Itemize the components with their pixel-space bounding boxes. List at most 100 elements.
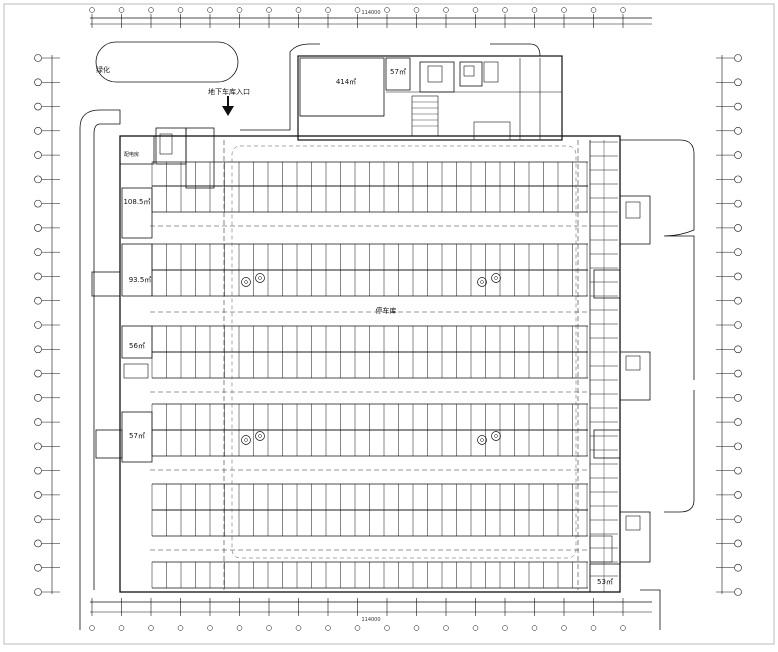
axis-bubble (620, 7, 626, 13)
axis-bubble-right (734, 563, 742, 572)
axis-bubble-right (734, 321, 742, 329)
axis-bubble-left (34, 78, 42, 87)
room-57-left-label: 57㎡ (129, 432, 145, 440)
green-belt-top (95, 41, 239, 83)
axis-bubble-right (734, 296, 742, 305)
site-road-top (240, 43, 541, 131)
axis-bubble-right (734, 224, 742, 232)
axis-bubble (236, 625, 243, 631)
axis-bubble-left (34, 466, 42, 475)
axis-bubble (561, 625, 567, 631)
small-room-label: 配电房 (124, 151, 139, 158)
axis-bubble-left (34, 175, 42, 184)
axis-bubble-left (34, 539, 42, 548)
axis-bubble (177, 7, 184, 13)
green-label: 绿化 (96, 65, 110, 74)
tree-center (480, 280, 484, 284)
axis-bubble (266, 7, 272, 13)
axis-bubble (89, 625, 95, 631)
axis-bubble-right (734, 127, 742, 135)
axis-bubble (266, 625, 272, 631)
tree-center (494, 276, 498, 280)
axis-bubble-left (34, 272, 42, 281)
drawing-frame (3, 3, 775, 645)
axis-bubble-right (734, 102, 742, 111)
bottom-total-dimension: 114000 (361, 617, 380, 623)
garage-outline (119, 135, 621, 593)
lane-loop (231, 145, 577, 559)
axis-bubble-left (34, 296, 42, 305)
axis-bubble (236, 7, 243, 13)
axis-bubble-left (34, 248, 42, 256)
top-building (297, 55, 563, 141)
left-axis-markers (34, 54, 60, 596)
entrance-arrow-icon (222, 96, 234, 116)
top-stair-core (411, 61, 511, 141)
axis-bubble-right (734, 78, 742, 87)
axis-bubble-left (34, 345, 42, 354)
tree-center (480, 438, 484, 442)
room-57-top (385, 57, 411, 91)
axis-bubble (295, 625, 302, 631)
axis-bubble-left (34, 442, 42, 451)
room-414 (299, 57, 385, 117)
axis-bubble-right (734, 418, 742, 426)
center-label: 停车库 (376, 306, 397, 315)
axis-bubble (325, 7, 331, 13)
axis-bubble-right (734, 369, 742, 378)
axis-bubble-left (34, 102, 42, 111)
tree-icon (241, 435, 251, 445)
axis-bubble-left (34, 321, 42, 329)
axis-bubble (354, 7, 361, 13)
axis-bubble (502, 7, 508, 13)
axis-bubble-right (734, 491, 742, 499)
room-414-label: 414㎡ (336, 78, 356, 86)
axis-bubble (118, 7, 125, 13)
axis-bubble (502, 625, 508, 631)
axis-bubble-right (734, 442, 742, 451)
tree-center (494, 434, 498, 438)
axis-bubble (413, 7, 420, 13)
axis-bubble (531, 625, 538, 631)
axis-bubble (531, 7, 538, 13)
axis-bubble-right (734, 175, 742, 184)
axis-bubble (472, 625, 479, 631)
tree-icon (491, 431, 501, 441)
room-56-label: 56㎡ (129, 342, 145, 350)
axis-bubble (443, 7, 449, 13)
axis-bubble (295, 7, 302, 13)
axis-bubble-right (734, 515, 742, 523)
top-total-dimension: 114000 (361, 10, 380, 16)
tree-icon (255, 273, 265, 283)
axis-bubble-right (734, 466, 742, 475)
planter-trees (241, 273, 501, 445)
entrance-label: 地下车库入口 (208, 87, 250, 96)
top-dimension-line: 114000 (89, 7, 652, 28)
tree-icon (491, 273, 501, 283)
axis-bubble-left (34, 224, 42, 232)
axis-bubble-right (734, 272, 742, 281)
bottom-dimension-line: 114000 (89, 598, 652, 631)
axis-bubble (148, 625, 154, 631)
axis-bubble-left (34, 418, 42, 426)
axis-bubble (89, 7, 95, 13)
site-road-right (620, 139, 695, 630)
tree-center (258, 276, 262, 280)
room-108-label: 108.5㎡ (123, 198, 150, 206)
axis-bubble-left (34, 491, 42, 499)
tree-icon (255, 431, 265, 441)
axis-bubble (384, 7, 390, 13)
tree-icon (477, 277, 487, 287)
axis-bubble-left (34, 588, 42, 596)
axis-bubble-right (734, 588, 742, 596)
right-axis-markers (716, 54, 742, 596)
axis-bubble (620, 625, 626, 631)
axis-bubble (443, 625, 449, 631)
axis-bubble-right (734, 54, 742, 62)
axis-bubble-left (34, 394, 42, 402)
axis-bubble (354, 625, 361, 631)
room-53-label: 53㎡ (597, 578, 613, 586)
axis-bubble-left (34, 515, 42, 523)
tree-center (258, 434, 262, 438)
